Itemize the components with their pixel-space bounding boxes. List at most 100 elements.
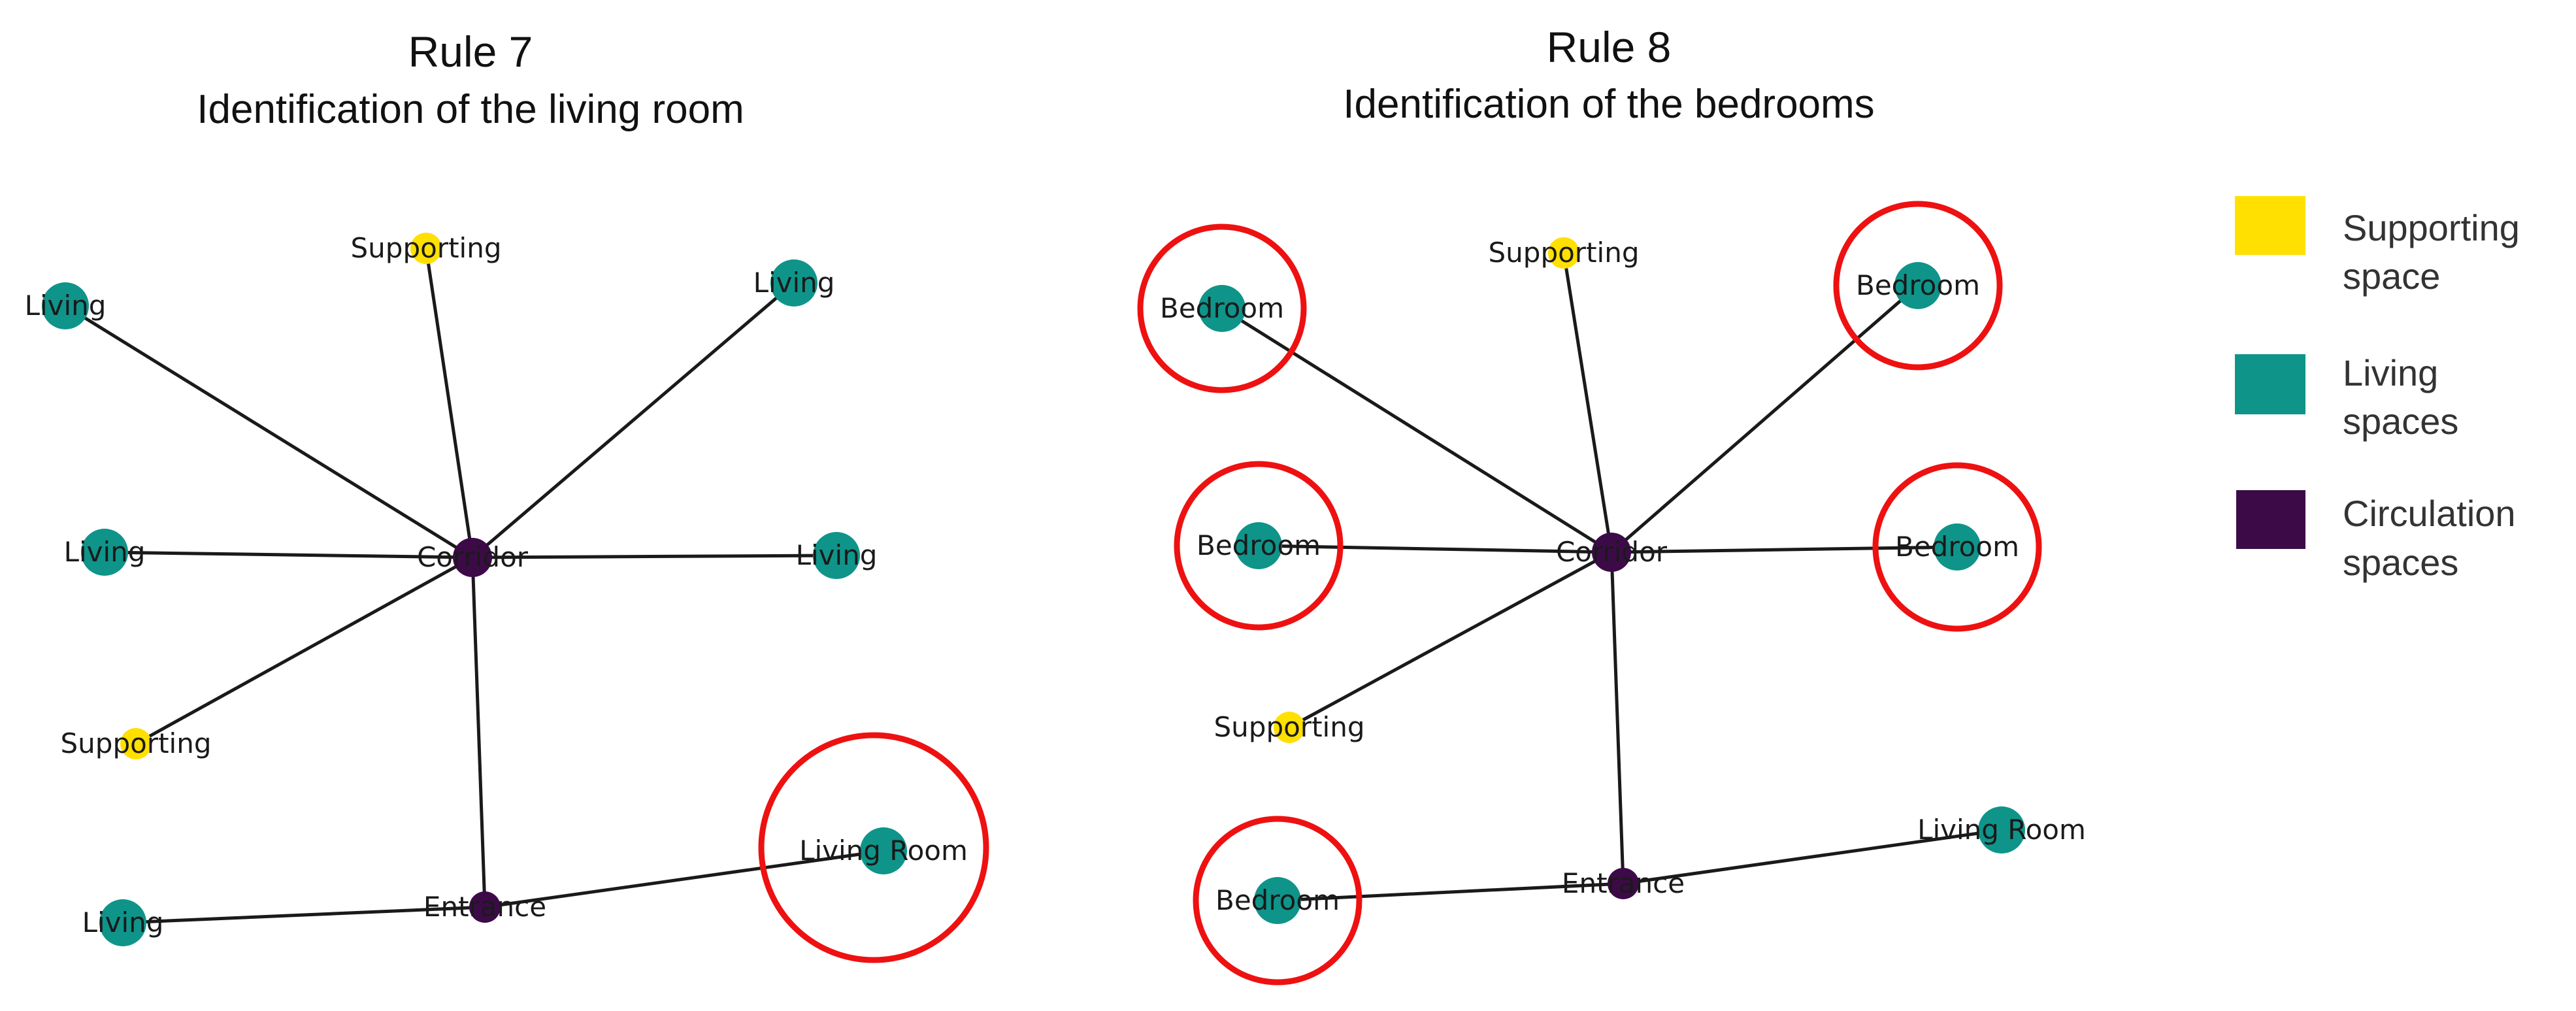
node-marker-living xyxy=(770,259,817,307)
node-living-tl: Living xyxy=(25,282,107,329)
legend-swatch-living xyxy=(2235,354,2305,414)
node-label: Supporting xyxy=(1214,711,1365,743)
node-bedroom-tl: Bedroom xyxy=(1137,224,1307,393)
legend-item-circulation: Circulation spaces xyxy=(2236,490,2516,583)
legend-label: spaces xyxy=(2343,542,2458,583)
node-label: Entrance xyxy=(423,891,546,923)
node-bedroom-bl: Bedroom xyxy=(1193,816,1362,986)
node-label: Corridor xyxy=(417,541,529,573)
edge-corridor-bedroom_mr xyxy=(1611,545,1958,554)
edge-corridor-living_tl xyxy=(64,304,474,559)
node-label: Living Room xyxy=(1917,814,2086,846)
node-marker-living xyxy=(81,529,128,576)
node-marker-living xyxy=(1198,285,1246,332)
panel-subtitle: Identification of the bedrooms xyxy=(1343,82,1874,127)
node-label: Supporting xyxy=(351,232,502,264)
edge-corridor-entrance xyxy=(471,557,487,908)
node-label: Supporting xyxy=(61,727,212,759)
edge-corridor-supporting_top xyxy=(424,248,474,558)
node-label: Bedroom xyxy=(1160,292,1284,324)
panel-rule-7: Rule 7 Identification of the living room… xyxy=(25,27,989,963)
node-corridor: Corridor xyxy=(417,538,529,577)
node-label: Living xyxy=(25,290,107,322)
edge-corridor-bedroom_tl xyxy=(1221,307,1613,554)
legend-label: Circulation xyxy=(2343,493,2516,534)
node-living-bl: Living xyxy=(82,899,164,946)
node-marker-living xyxy=(1894,262,1941,309)
node-label: Supporting xyxy=(1489,237,1640,269)
highlight-ring xyxy=(1137,224,1307,393)
node-marker-supporting xyxy=(1548,237,1579,269)
graph-edges xyxy=(64,248,884,925)
node-marker-living xyxy=(860,827,907,874)
panel-title: Rule 8 xyxy=(1547,23,1672,71)
graph-edges xyxy=(1221,252,2002,903)
legend-label: Living xyxy=(2343,352,2438,393)
node-marker-living xyxy=(1934,523,1981,571)
edge-corridor-entrance xyxy=(1610,552,1625,884)
edge-corridor-bedroom_ml xyxy=(1258,544,1612,554)
node-supporting-left: Supporting xyxy=(61,727,212,759)
node-marker-living xyxy=(1254,877,1301,924)
node-living-mr: Living xyxy=(796,532,878,579)
edge-corridor-supporting_left xyxy=(135,555,474,746)
node-label: Living xyxy=(796,539,878,571)
node-bedroom-mr: Bedroom xyxy=(1872,462,2042,632)
node-corridor: Corridor xyxy=(1556,533,1668,572)
graph-nodes: CorridorEntranceSupportingSupportingLivi… xyxy=(25,232,989,963)
node-marker-circulation xyxy=(469,891,501,923)
edge-corridor-bedroom_tr xyxy=(1610,284,1919,554)
node-label: Living xyxy=(64,536,146,568)
node-marker-supporting xyxy=(1274,712,1305,743)
highlight-ring xyxy=(758,732,989,963)
node-marker-living xyxy=(1235,522,1282,569)
highlight-ring xyxy=(1193,816,1362,986)
panel-title: Rule 7 xyxy=(408,27,533,76)
node-living-ml: Living xyxy=(64,529,146,576)
legend-item-living: Living spaces xyxy=(2235,352,2458,442)
node-label: Bedroom xyxy=(1856,269,1980,301)
node-label: Bedroom xyxy=(1895,531,2019,563)
node-marker-circulation xyxy=(1608,868,1639,899)
node-label: Living xyxy=(82,906,164,938)
edge-entrance-bedroom_bl xyxy=(1277,882,1624,903)
node-entrance: Entrance xyxy=(423,891,546,923)
panel-rule-8: Rule 8 Identification of the bedrooms Co… xyxy=(1137,23,2086,986)
panel-subtitle: Identification of the living room xyxy=(197,87,744,132)
node-bedroom-ml: Bedroom xyxy=(1174,461,1344,631)
edge-entrance-living_bl xyxy=(122,905,486,925)
edge-corridor-living_mr xyxy=(472,554,837,559)
node-bedroom-tr: Bedroom xyxy=(1833,201,2003,371)
node-marker-living xyxy=(99,899,146,946)
legend-label: space xyxy=(2343,256,2440,297)
edge-corridor-supporting_top xyxy=(1562,252,1613,553)
highlight-ring xyxy=(1833,201,2003,371)
node-marker-living xyxy=(1978,806,2025,854)
node-marker-supporting xyxy=(120,728,152,759)
node-supporting-top: Supporting xyxy=(1489,237,1640,269)
edge-entrance-living_room xyxy=(1623,828,2002,886)
node-entrance: Entrance xyxy=(1562,867,1685,899)
node-label: Corridor xyxy=(1556,536,1668,568)
highlight-ring xyxy=(1872,462,2042,632)
node-living-tr: Living xyxy=(753,259,835,307)
node-living-room: Living Room xyxy=(758,732,989,963)
graph-nodes: CorridorEntranceSupportingSupportingBedr… xyxy=(1137,201,2086,986)
node-marker-circulation xyxy=(1592,533,1631,572)
legend: Supporting space Living spaces Circulati… xyxy=(2235,196,2520,583)
edge-corridor-living_tr xyxy=(471,282,795,559)
node-label: Entrance xyxy=(1562,867,1685,899)
node-marker-living xyxy=(813,532,860,579)
node-supporting-left: Supporting xyxy=(1214,711,1365,743)
legend-label: spaces xyxy=(2343,401,2458,442)
node-marker-living xyxy=(42,282,89,329)
node-label: Living Room xyxy=(799,835,968,867)
node-marker-circulation xyxy=(453,538,492,577)
legend-swatch-circulation xyxy=(2236,490,2305,549)
node-marker-supporting xyxy=(410,233,442,264)
highlight-ring xyxy=(1174,461,1344,631)
node-label: Bedroom xyxy=(1215,884,1340,916)
node-label: Living xyxy=(753,267,835,299)
legend-swatch-supporting xyxy=(2235,196,2305,255)
